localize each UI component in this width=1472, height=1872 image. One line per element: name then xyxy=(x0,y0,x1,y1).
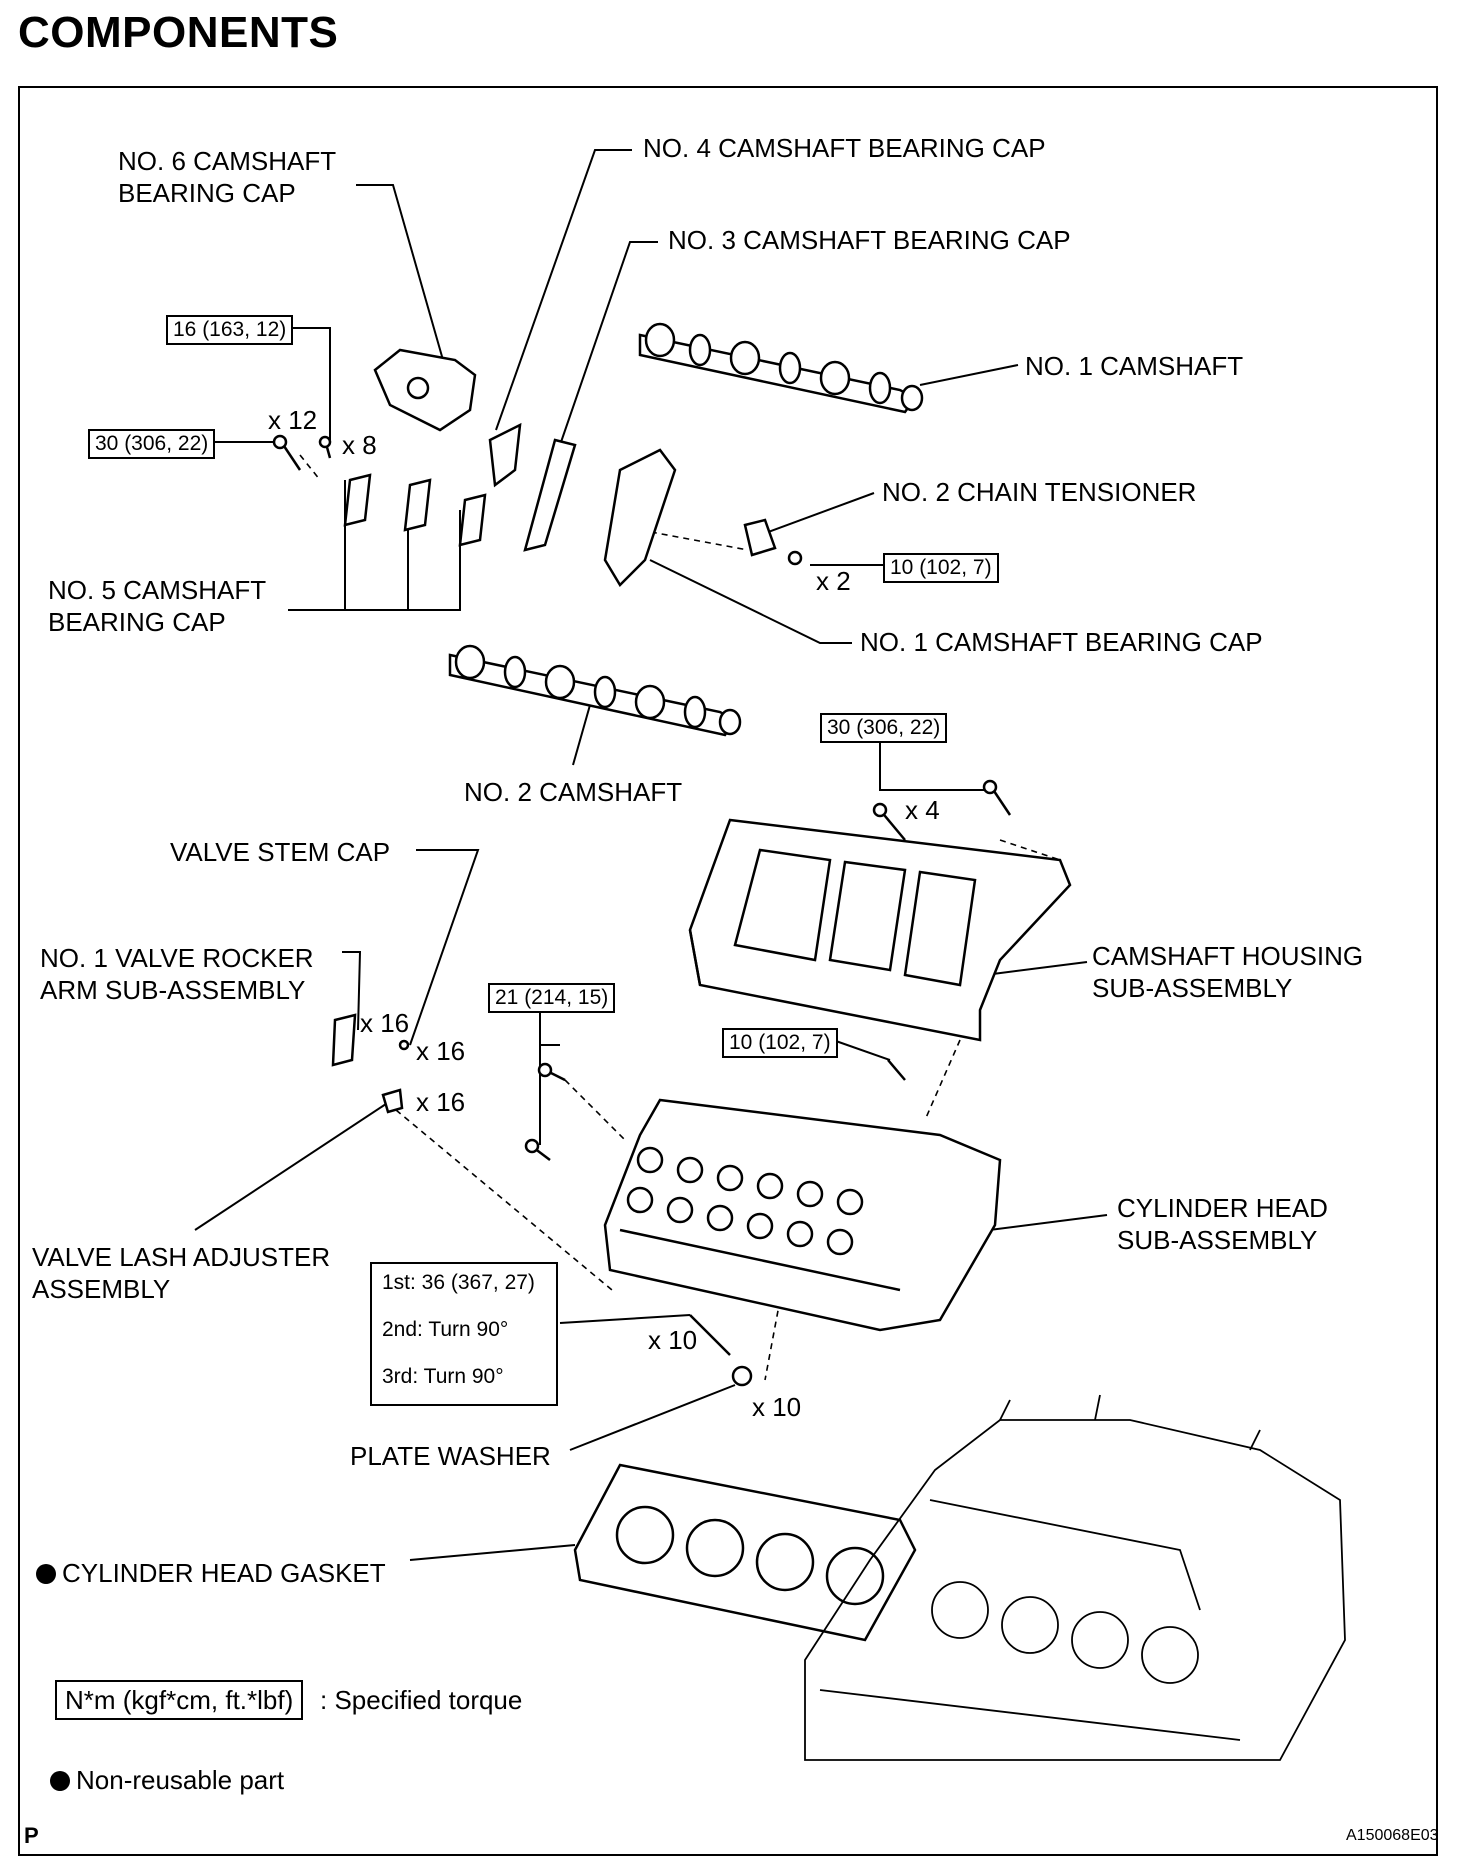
leader-cam-cap-4 xyxy=(495,149,632,431)
cylinder-head-gasket-shape xyxy=(573,1463,917,1642)
leader-t10b xyxy=(832,1039,891,1061)
label-rocker-arm-line1: NO. 1 VALVE ROCKER xyxy=(40,943,314,973)
leader-t30b xyxy=(879,740,990,791)
legend-nonreusable: Non-reusable part xyxy=(50,1764,284,1796)
qty-x2: x 2 xyxy=(816,566,851,596)
label-camshaft-1: NO. 1 CAMSHAFT xyxy=(1025,351,1244,381)
cam-cap-5-shape-a xyxy=(343,473,372,527)
page-letter: P xyxy=(24,1823,39,1848)
leader-t21 xyxy=(539,1010,560,1046)
figure-code: A150068E03 xyxy=(1346,1827,1439,1844)
sequence-step-2: 2nd: Turn 90° xyxy=(382,1318,509,1341)
head-bolt-torque-sequence: 1st: 36 (367, 27) 2nd: Turn 90° 3rd: Tur… xyxy=(370,1262,558,1406)
leader-cam-cap-5 xyxy=(288,510,461,611)
label-cylinder-head-line2: SUB-ASSEMBLY xyxy=(1117,1225,1318,1255)
label-cam-cap-4: NO. 4 CAMSHAFT BEARING CAP xyxy=(643,133,1046,163)
label-rocker-arm: NO. 1 VALVE ROCKER ARM SUB-ASSEMBLY xyxy=(40,942,314,1006)
lash-adjuster-shape xyxy=(381,1088,404,1114)
label-cam-cap-5: NO. 5 CAMSHAFT BEARING CAP xyxy=(48,574,266,638)
cam-cap-1-shape xyxy=(603,448,677,588)
label-cam-cap-6-line1: NO. 6 CAMSHAFT xyxy=(118,146,337,176)
label-camshaft-2: NO. 2 CAMSHAFT xyxy=(464,777,683,807)
sequence-step-3: 3rd: Turn 90° xyxy=(382,1365,504,1388)
leader-plate-washer xyxy=(569,1384,736,1451)
label-cam-cap-6: NO. 6 CAMSHAFT BEARING CAP xyxy=(118,145,336,209)
label-head-gasket-text: CYLINDER HEAD GASKET xyxy=(62,1558,386,1588)
leader-cam-cap-3 xyxy=(559,241,658,446)
label-chain-tensioner-2: NO. 2 CHAIN TENSIONER xyxy=(882,477,1197,507)
label-cam-cap-3: NO. 3 CAMSHAFT BEARING CAP xyxy=(668,225,1071,255)
torque-box-10-a: 10 (102, 7) xyxy=(883,553,999,583)
label-cam-cap-5-line1: NO. 5 CAMSHAFT xyxy=(48,575,267,605)
legend-torque-unit-box: N*m (kgf*cm, ft.*lbf) xyxy=(55,1680,304,1720)
qty-x12: x 12 xyxy=(268,405,318,435)
label-cam-cap-5-line2: BEARING CAP xyxy=(48,607,226,637)
leader-valve-stem-cap xyxy=(409,849,480,1046)
leader-cam-cap-6 xyxy=(356,184,446,368)
label-lash-adjuster-line2: ASSEMBLY xyxy=(32,1274,171,1304)
label-camshaft-housing: CAMSHAFT HOUSING SUB-ASSEMBLY xyxy=(1092,940,1363,1004)
label-lash-adjuster-line1: VALVE LASH ADJUSTER xyxy=(32,1242,331,1272)
label-rocker-arm-line2: ARM SUB-ASSEMBLY xyxy=(40,975,306,1005)
qty-x16-b: x 16 xyxy=(416,1036,466,1066)
legend-nonreusable-text: Non-reusable part xyxy=(76,1765,285,1795)
torque-box-21: 21 (214, 15) xyxy=(488,983,616,1013)
cam-cap-5-shape-c xyxy=(458,493,487,547)
rocker-arm-shape xyxy=(331,1013,357,1067)
torque-box-30-b: 30 (306, 22) xyxy=(820,713,948,743)
cam-cap-3-shape xyxy=(523,438,577,552)
torque-box-10-b: 10 (102, 7) xyxy=(722,1028,838,1058)
label-cam-cap-1: NO. 1 CAMSHAFT BEARING CAP xyxy=(860,627,1263,657)
nonreusable-dot-icon xyxy=(36,1564,56,1584)
camshaft-2-shape xyxy=(448,644,742,737)
legend-torque-desc: : Specified torque xyxy=(320,1685,523,1715)
nonreusable-dot-icon xyxy=(50,1771,70,1791)
diagram-frame xyxy=(18,86,1438,1856)
label-head-gasket: CYLINDER HEAD GASKET xyxy=(36,1557,386,1589)
engine-block-shape xyxy=(804,1394,1346,1761)
cam-cap-4-shape xyxy=(488,422,522,488)
leader-camshaft-1 xyxy=(919,364,1019,386)
qty-x4: x 4 xyxy=(905,795,940,825)
leader-rocker-arm xyxy=(342,951,362,1031)
label-valve-stem-cap: VALVE STEM CAP xyxy=(170,837,391,867)
leader-lash-adjuster xyxy=(194,1099,393,1231)
sequence-step-1: 1st: 36 (367, 27) xyxy=(382,1271,535,1294)
torque-box-30-a: 30 (306, 22) xyxy=(88,429,216,459)
camshaft-1-shape xyxy=(638,322,924,414)
camshaft-housing-shape xyxy=(688,818,1072,1042)
qty-x8: x 8 xyxy=(342,430,377,460)
label-cam-cap-6-line2: BEARING CAP xyxy=(118,178,296,208)
qty-x16-a: x 16 xyxy=(360,1008,410,1038)
label-camshaft-housing-line1: CAMSHAFT HOUSING xyxy=(1092,941,1364,971)
leader-cam-cap-1 xyxy=(649,559,852,644)
torque-box-16: 16 (163, 12) xyxy=(166,315,294,345)
label-plate-washer: PLATE WASHER xyxy=(350,1441,551,1471)
chain-tensioner-shape xyxy=(743,518,777,557)
page-title: COMPONENTS xyxy=(18,8,339,57)
cam-cap-5-shape-b xyxy=(403,478,432,532)
leader-head-bolt-seq xyxy=(559,1314,691,1324)
cylinder-head-shape xyxy=(603,1098,1002,1332)
label-cylinder-head-line1: CYLINDER HEAD xyxy=(1117,1193,1328,1223)
leader-t16 xyxy=(292,327,331,440)
qty-x16-c: x 16 xyxy=(416,1087,466,1117)
leader-camshaft-2 xyxy=(572,704,591,766)
qty-x10-a: x 10 xyxy=(648,1325,698,1355)
leader-camshaft-housing xyxy=(984,961,1088,976)
leader-chain-tensioner xyxy=(759,492,875,536)
label-lash-adjuster: VALVE LASH ADJUSTER ASSEMBLY xyxy=(32,1241,330,1305)
label-cylinder-head: CYLINDER HEAD SUB-ASSEMBLY xyxy=(1117,1192,1328,1256)
qty-x10-b: x 10 xyxy=(752,1392,802,1422)
label-camshaft-housing-line2: SUB-ASSEMBLY xyxy=(1092,973,1293,1003)
leader-head-gasket xyxy=(409,1544,576,1561)
